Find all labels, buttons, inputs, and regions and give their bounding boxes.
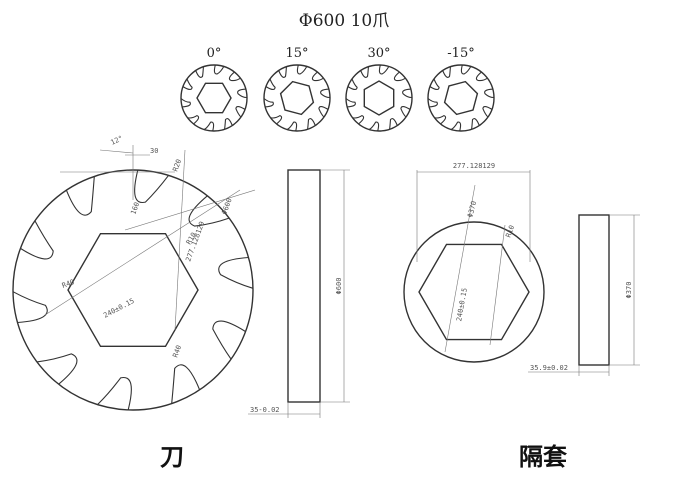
- blade-dim-radius-note: R20: [171, 158, 183, 173]
- blade-claw-9: [429, 78, 440, 91]
- blade-claw-7: [434, 114, 447, 125]
- blade-claw-9: [347, 78, 358, 91]
- variant-angle-label-0: 0°: [207, 46, 222, 61]
- blade-claw-7: [36, 353, 78, 385]
- blade-claw-7: [187, 114, 200, 125]
- variant-angle-label-neg15: -15°: [447, 46, 474, 61]
- spacer-dimension-lines: [416, 170, 531, 353]
- blade-claw-6: [368, 121, 380, 132]
- blade-variant-15deg: [263, 64, 331, 132]
- blade-claw-6: [203, 121, 215, 132]
- blade-hex-bore: [279, 80, 315, 116]
- blade-claw-5: [224, 118, 233, 130]
- spacer-dim-corner-note: R10: [504, 224, 516, 239]
- blade-claw-10: [195, 66, 204, 78]
- blade-claw-9: [182, 78, 193, 91]
- blade-claw-3: [484, 88, 495, 99]
- blade-dim-hex-width: 240±0.15: [102, 297, 136, 320]
- blade-claw-4: [400, 105, 411, 118]
- blade-claw-5: [471, 118, 480, 130]
- blade-claw-6: [450, 121, 462, 132]
- drawing-title: Φ600 10爪: [299, 11, 389, 31]
- spacer-hex-bore: [418, 243, 530, 341]
- blade-dim-height: Φ600: [335, 278, 343, 295]
- blade-claw-4: [482, 105, 493, 118]
- blade-dim-top-angle: 12°: [109, 134, 124, 147]
- blade-claw-10: [65, 176, 95, 216]
- blade-variant-0deg: [180, 64, 248, 132]
- blade-claw-8: [427, 98, 438, 108]
- blade-hex-bore: [67, 232, 199, 347]
- spacer-dim-hex-width: 240±0.15: [455, 287, 469, 322]
- blade-claw-6: [286, 121, 298, 132]
- blade-claw-7: [270, 114, 283, 125]
- blade-claw-10: [278, 66, 287, 78]
- blade-dim-side-r2: R40: [171, 344, 183, 359]
- blade-hex-bore: [363, 80, 395, 116]
- blade-variant-neg15deg: [427, 64, 495, 132]
- blade-claw-2: [228, 71, 241, 82]
- blade-outer-circle: [427, 64, 495, 132]
- blade-dim-small-note: 160: [129, 201, 141, 216]
- blade-dimension-lines: [44, 145, 256, 331]
- blade-claw-8: [180, 98, 191, 108]
- blade-claw-5: [307, 118, 316, 130]
- spacer-outer-circle: [403, 221, 545, 363]
- variant-angle-label-15: 15°: [285, 46, 308, 61]
- blade-dim-top-offset: 30: [150, 147, 158, 155]
- blade-claw-1: [213, 64, 225, 75]
- blade-claw-8: [12, 291, 48, 324]
- blade-caption: 刀: [160, 442, 184, 471]
- spacer-dim-thickness: 35.9±0.02: [530, 364, 568, 372]
- blade-claw-3: [320, 88, 331, 99]
- blade-dim-side-r1: R40: [61, 278, 76, 290]
- blade-claw-1: [134, 169, 169, 204]
- blade-hex-bore: [196, 82, 232, 114]
- blade-claw-10: [442, 66, 451, 78]
- blade-claw-5: [171, 364, 201, 404]
- blade-outer-circle: [345, 64, 413, 132]
- blade-claw-2: [188, 195, 230, 227]
- blade-claw-1: [460, 64, 472, 75]
- blade-claw-4: [212, 320, 246, 360]
- blade-claw-9: [265, 78, 276, 91]
- blade-claw-8: [263, 98, 274, 108]
- blade-claw-10: [360, 66, 369, 78]
- blade-claw-5: [389, 118, 398, 130]
- blade-claw-8: [345, 98, 356, 108]
- blade-variant-30deg: [345, 64, 413, 132]
- blade-hex-bore: [443, 80, 479, 116]
- spacer-dim-hex-across-corners: 277.128129: [453, 162, 495, 170]
- blade-outer-circle: [263, 64, 331, 132]
- variant-angle-label-30: 30°: [367, 46, 390, 61]
- blade-claw-6: [97, 376, 132, 411]
- spacer-dim-outer-diameter: Φ370: [466, 200, 478, 218]
- blade-dim-thickness: 35-0.02: [250, 406, 280, 414]
- blade-claw-9: [20, 220, 54, 260]
- spacer-dim-height: Φ370: [625, 282, 633, 299]
- blade-outer-circle: [180, 64, 248, 132]
- blade-claw-4: [235, 105, 246, 118]
- blade-side-view: [287, 169, 321, 403]
- blade-claw-7: [352, 114, 365, 125]
- blade-claw-3: [237, 88, 248, 99]
- blade-claw-1: [378, 64, 390, 75]
- spacer-side-view: [578, 214, 610, 366]
- blade-claw-2: [475, 71, 488, 82]
- blade-claw-2: [311, 71, 324, 82]
- blade-claw-3: [402, 88, 413, 99]
- blade-claw-2: [393, 71, 406, 82]
- spacer-caption: 隔套: [519, 442, 568, 471]
- blade-claw-4: [318, 105, 329, 118]
- blade-claw-3: [218, 256, 254, 289]
- blade-claw-1: [296, 64, 308, 75]
